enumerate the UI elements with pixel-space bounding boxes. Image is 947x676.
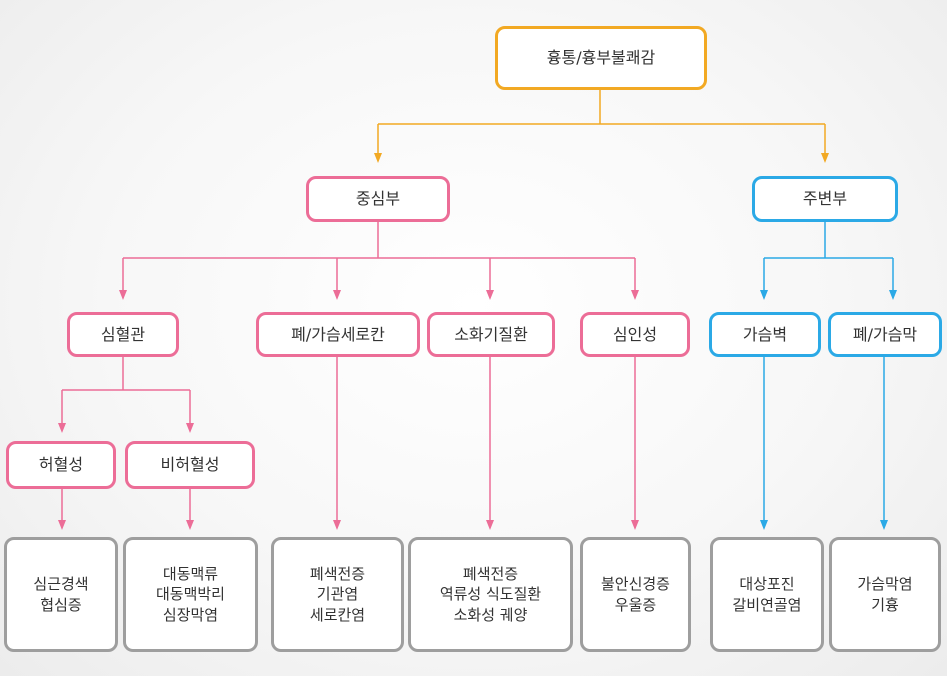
leaf-item: 역류성 식도질환 <box>439 585 542 604</box>
leaf-item: 대동맥류 <box>162 565 219 584</box>
node-psychogenic: 심인성 <box>580 312 690 357</box>
leaf-chest-wall: 대상포진 갈비연골염 <box>710 537 824 652</box>
leaf-pulmonary: 폐색전증 기관염 세로칸염 <box>271 537 404 652</box>
node-root: 흉통/흉부불쾌감 <box>495 26 707 90</box>
node-chest-wall: 가슴벽 <box>709 312 821 357</box>
node-pulmonary-chest-label: 폐/가슴세로칸 <box>291 324 385 344</box>
leaf-item: 불안신경증 <box>600 575 670 594</box>
leaf-item: 대상포진 <box>739 575 795 594</box>
node-non-ischemic-label: 비허혈성 <box>160 455 220 474</box>
node-peripheral-label: 주변부 <box>802 189 848 208</box>
node-pleura: 폐/가슴막 <box>828 312 942 357</box>
leaf-psychogenic: 불안신경증 우울증 <box>580 537 691 652</box>
node-cardiovascular-label: 심혈관 <box>100 324 146 344</box>
leaf-digestive: 폐색전증 역류성 식도질환 소화성 궤양 <box>408 537 573 652</box>
leaf-item: 우울증 <box>614 595 657 614</box>
node-chest-wall-label: 가슴벽 <box>742 324 788 344</box>
node-ischemic-label: 허혈성 <box>38 455 84 474</box>
leaf-item: 대동맥박리 <box>155 585 225 604</box>
leaf-item: 심장막염 <box>162 605 219 624</box>
leaf-item: 협심증 <box>40 595 82 614</box>
leaf-item: 가슴막염 <box>857 575 913 594</box>
node-digestive: 소화기질환 <box>427 312 555 357</box>
leaf-ischemic: 심근경색 협심증 <box>4 537 118 652</box>
leaf-item: 폐색전증 <box>462 565 519 584</box>
leaf-item: 폐색전증 <box>309 565 366 584</box>
leaf-non-ischemic: 대동맥류 대동맥박리 심장막염 <box>123 537 258 652</box>
node-peripheral: 주변부 <box>752 176 898 222</box>
node-digestive-label: 소화기질환 <box>454 324 528 344</box>
node-non-ischemic: 비허혈성 <box>125 441 255 489</box>
leaf-pleura: 가슴막염 기흉 <box>829 537 941 652</box>
node-cardiovascular: 심혈관 <box>67 312 179 357</box>
node-pleura-label: 폐/가슴막 <box>852 324 918 344</box>
leaf-item: 기흉 <box>871 595 899 614</box>
node-central: 중심부 <box>306 176 450 222</box>
leaf-item: 기관염 <box>316 585 359 604</box>
node-central-label: 중심부 <box>355 189 401 208</box>
central-connector <box>58 222 639 530</box>
node-ischemic: 허혈성 <box>6 441 116 489</box>
peripheral-connector <box>760 222 897 530</box>
leaf-item: 심근경색 <box>33 575 89 594</box>
root-connector <box>374 90 829 163</box>
leaf-item: 세로칸염 <box>309 605 366 624</box>
node-psychogenic-label: 심인성 <box>612 324 658 344</box>
leaf-item: 갈비연골염 <box>732 595 802 614</box>
node-root-label: 흉통/흉부불쾌감 <box>546 48 656 67</box>
leaf-item: 소화성 궤양 <box>453 605 528 624</box>
node-pulmonary-chest: 폐/가슴세로칸 <box>256 312 420 357</box>
